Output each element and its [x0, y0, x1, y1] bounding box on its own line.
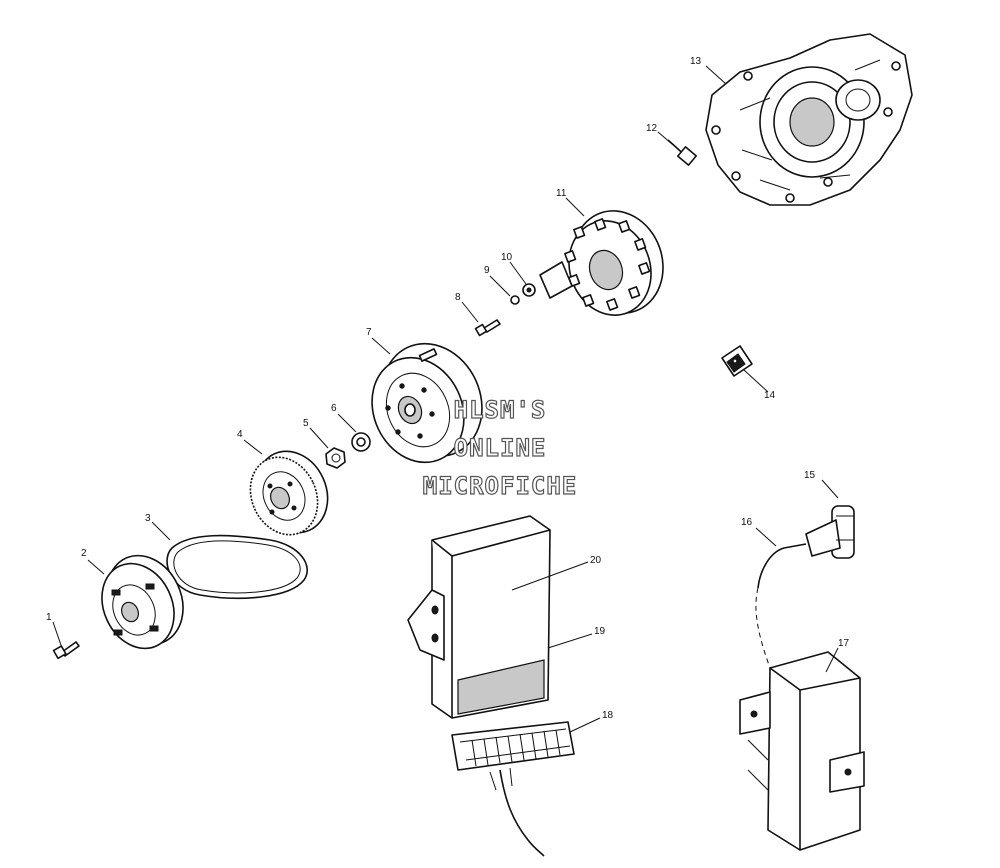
part-2-drive-cup[interactable]: [89, 543, 197, 660]
part-15-plug-cap[interactable]: [805, 505, 855, 559]
part-18-connector[interactable]: [451, 721, 575, 857]
callout-20: 20: [590, 555, 602, 566]
part-9-lockwasher[interactable]: [510, 295, 520, 305]
part-1-bolt[interactable]: [52, 641, 80, 660]
part-3-belt[interactable]: [166, 534, 308, 600]
callout-10: 10: [501, 252, 513, 263]
part-16-wire[interactable]: [755, 543, 807, 669]
callout-16: 16: [741, 517, 753, 528]
callout-8: 8: [455, 292, 461, 303]
callout-13: 13: [690, 56, 702, 67]
callout-9: 9: [484, 265, 490, 276]
callout-12: 12: [646, 123, 658, 134]
callout-11: 11: [556, 188, 567, 199]
part-7-flywheel[interactable]: [355, 327, 500, 477]
part-17-ignition-coil[interactable]: [739, 651, 865, 851]
part-20-cdi-module[interactable]: [407, 515, 551, 719]
callout-17: 17: [838, 638, 850, 649]
part-8-screw[interactable]: [474, 319, 501, 337]
callout-15: 15: [804, 470, 816, 481]
callout-18: 18: [602, 710, 614, 721]
part-13-housing[interactable]: [705, 33, 913, 206]
part-11-stator[interactable]: [539, 198, 677, 327]
part-14-clip[interactable]: [721, 345, 753, 377]
part-12-bolt[interactable]: [667, 139, 698, 166]
callout-4: 4: [237, 429, 243, 440]
callout-1: 1: [46, 612, 52, 623]
callout-labels: 1 2 3 4 5 6 7 8 9 10 11 12 13 14 15 16 1…: [46, 56, 850, 721]
callout-19: 19: [594, 626, 606, 637]
part-5-nut[interactable]: [325, 447, 346, 469]
part-6-washer[interactable]: [351, 432, 371, 452]
callout-6: 6: [331, 403, 337, 414]
part-4-gear[interactable]: [238, 440, 340, 546]
watermark-line-3: MICROFICHE: [422, 471, 578, 500]
callout-5: 5: [303, 418, 309, 429]
watermark-line-2: ONLINE: [453, 433, 547, 462]
part-10-washer[interactable]: [522, 283, 536, 297]
leader-lines: [52, 65, 839, 733]
watermark-line-1: HLSM'S: [453, 395, 547, 424]
callout-2: 2: [81, 548, 87, 559]
callout-3: 3: [145, 513, 151, 524]
callout-14: 14: [764, 390, 776, 401]
callout-7: 7: [366, 327, 372, 338]
